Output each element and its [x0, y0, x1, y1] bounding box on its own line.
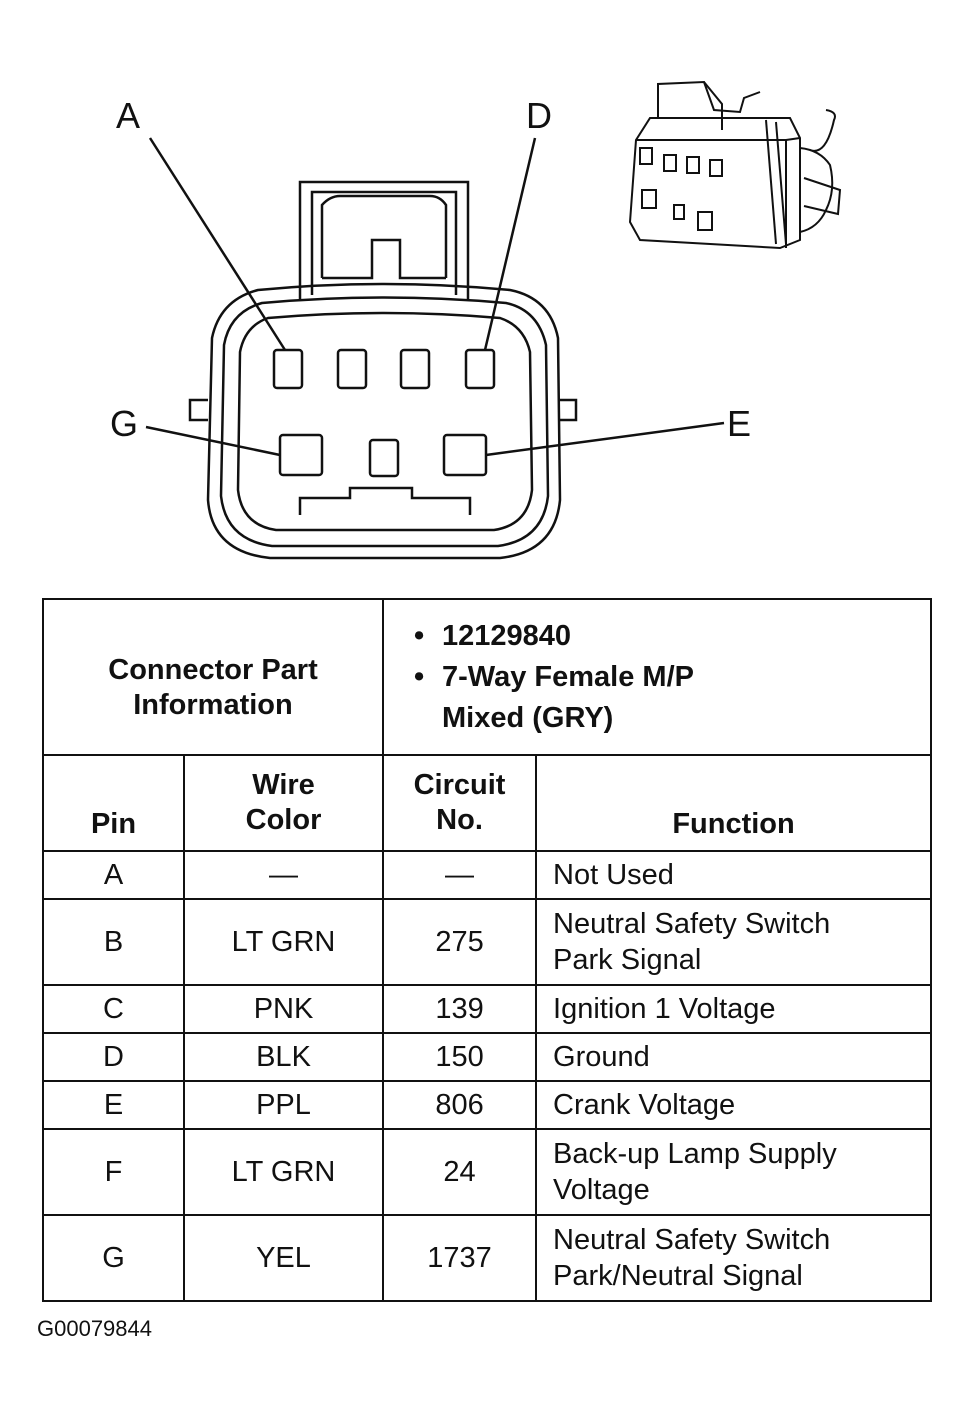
column-header-row: Pin Wire Color Circuit No. Function: [42, 754, 933, 852]
pin-label-g: G: [110, 403, 138, 444]
part-description-line1: 7-Way Female M/P: [442, 660, 694, 693]
cell-wire: LT GRN: [182, 898, 385, 986]
table-row: C PNK 139 Ignition 1 Voltage: [42, 984, 933, 1034]
cell-function: Back-up Lamp Supply Voltage: [535, 1128, 933, 1216]
part-info-label: Connector Part Information: [41, 598, 385, 756]
function-line1: Ignition 1 Voltage: [553, 993, 776, 1025]
connector-info-table: Connector Part Information • 12129840 • 7-…: [41, 598, 933, 1302]
cell-circuit: 275: [382, 898, 538, 986]
pin-cavity-b: [336, 348, 368, 390]
function-line1: Ground: [553, 1041, 650, 1073]
pin-cavity-d: [464, 348, 496, 390]
cell-function: Not Used: [535, 850, 933, 900]
cell-wire: YEL: [182, 1214, 385, 1302]
cell-circuit: 150: [382, 1032, 538, 1082]
leader-e: [485, 421, 725, 457]
part-info-values: • 12129840 • 7-Way Female M/P Mixed (GRY): [382, 598, 933, 756]
pin-label-e: E: [727, 403, 751, 444]
cell-wire: PNK: [182, 984, 385, 1034]
bullet-icon: •: [414, 619, 425, 652]
pin-cavity-a: [272, 348, 304, 390]
part-info-row: Connector Part Information • 12129840 • 7-…: [41, 598, 933, 756]
cell-wire: —: [182, 850, 385, 900]
cell-function: Ground: [535, 1032, 933, 1082]
table-row: A — — Not Used: [42, 850, 933, 900]
table-row: B LT GRN 275 Neutral Safety Switch Park …: [42, 898, 933, 986]
header-pin: Pin: [42, 754, 185, 852]
connector-latch: [298, 180, 470, 300]
header-circuit: Circuit No.: [382, 754, 538, 852]
cell-wire: PPL: [182, 1080, 385, 1130]
figure-id: G00079844: [37, 1316, 152, 1341]
function-line1: Not Used: [553, 859, 674, 891]
table-row: E PPL 806 Crank Voltage: [42, 1080, 933, 1130]
header-function: Function: [535, 754, 933, 852]
function-line2: Park/Neutral Signal: [553, 1260, 803, 1292]
cell-circuit: 1737: [382, 1214, 538, 1302]
header-wire-color: Wire Color: [182, 754, 385, 852]
cell-function: Crank Voltage: [535, 1080, 933, 1130]
cell-pin: C: [42, 984, 185, 1034]
pin-label-d: D: [526, 95, 552, 136]
cell-pin: G: [42, 1214, 185, 1302]
cell-circuit: 139: [382, 984, 538, 1034]
part-info-label-line1: Connector Part: [108, 654, 318, 686]
header-circuit-line2: No.: [436, 804, 483, 836]
connector-diagram: A D G E: [110, 80, 842, 560]
cell-function: Neutral Safety Switch Park/Neutral Signa…: [535, 1214, 933, 1302]
cell-function: Neutral Safety Switch Park Signal: [535, 898, 933, 986]
table-row: F LT GRN 24 Back-up Lamp Supply Voltage: [42, 1128, 933, 1216]
header-wire-color-line1: Wire: [252, 769, 315, 801]
cell-circuit: —: [382, 850, 538, 900]
leader-g: [145, 425, 281, 457]
cell-circuit: 24: [382, 1128, 538, 1216]
cell-pin: A: [42, 850, 185, 900]
bullet-icon: •: [414, 660, 425, 693]
part-number-text: 12129840: [442, 619, 572, 652]
pin-cavity-c: [399, 348, 431, 390]
function-line1: Crank Voltage: [553, 1089, 736, 1121]
cell-wire: BLK: [182, 1032, 385, 1082]
pin-cavity-e: [442, 433, 488, 477]
function-line2: Voltage: [553, 1174, 650, 1206]
pin-cavity-f: [368, 438, 400, 478]
cell-pin: F: [42, 1128, 185, 1216]
leader-d: [483, 137, 537, 351]
part-description: • 7-Way Female M/P: [414, 657, 930, 698]
header-circuit-line1: Circuit: [413, 769, 506, 801]
leader-a: [148, 137, 287, 351]
function-line1: Neutral Safety Switch: [553, 1224, 831, 1256]
cell-wire: LT GRN: [182, 1128, 385, 1216]
cell-pin: E: [42, 1080, 185, 1130]
cell-pin: B: [42, 898, 185, 986]
pin-cavity-g: [278, 433, 324, 477]
part-number: • 12129840: [414, 616, 930, 657]
table-row: D BLK 150 Ground: [42, 1032, 933, 1082]
function-line1: Neutral Safety Switch: [553, 908, 831, 940]
table-row: G YEL 1737 Neutral Safety Switch Park/Ne…: [42, 1214, 933, 1302]
function-line2: Park Signal: [553, 944, 702, 976]
cell-pin: D: [42, 1032, 185, 1082]
header-wire-color-line2: Color: [245, 804, 322, 836]
function-line1: Back-up Lamp Supply: [553, 1138, 837, 1170]
part-info-label-line2: Information: [133, 689, 293, 721]
part-description-line2: Mixed (GRY): [442, 701, 614, 734]
connector-body-outer: [206, 282, 562, 560]
cell-circuit: 806: [382, 1080, 538, 1130]
pin-label-a: A: [116, 95, 140, 136]
connector-isometric-view: [628, 80, 842, 250]
cell-function: Ignition 1 Voltage: [535, 984, 933, 1034]
